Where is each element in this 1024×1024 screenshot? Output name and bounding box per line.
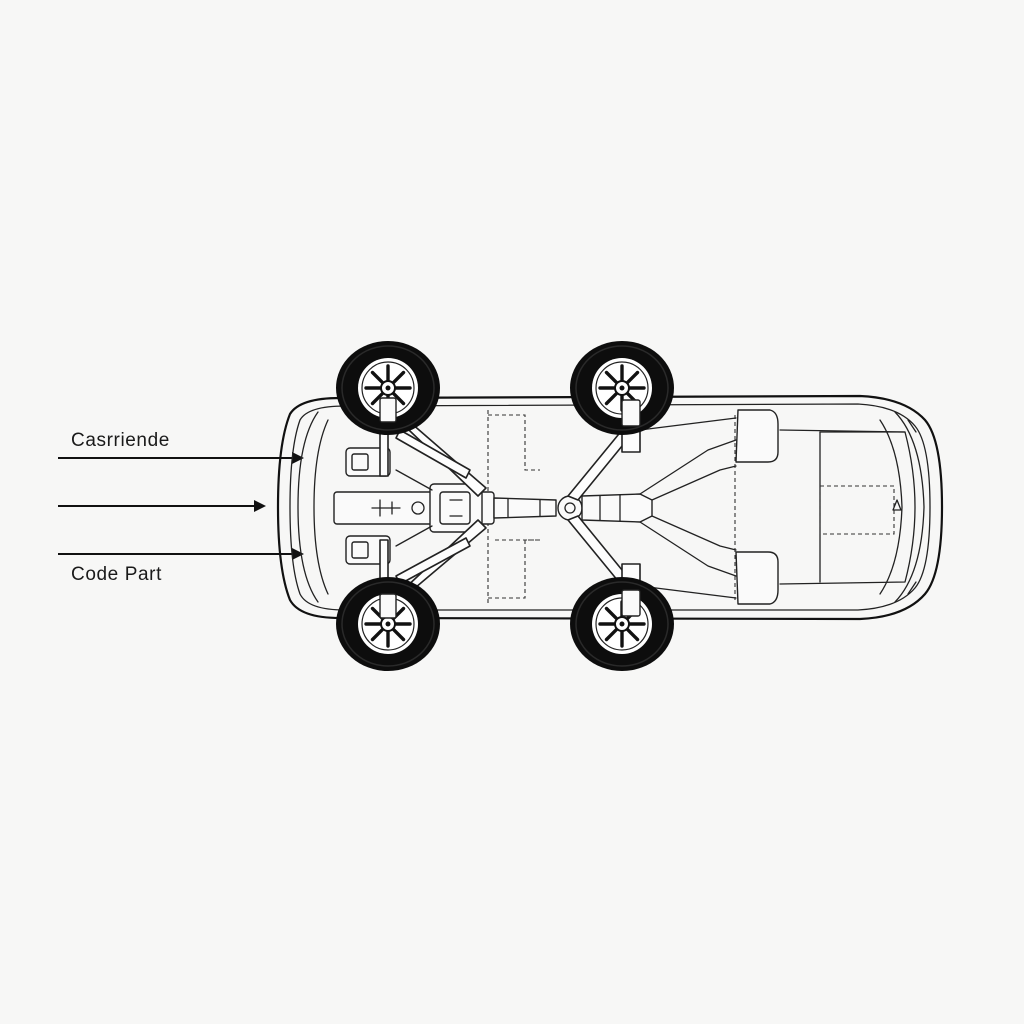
wheel-icon — [334, 575, 442, 673]
front-suspension — [333, 409, 495, 605]
label-bottom: Code Part — [71, 564, 162, 585]
hub-connectors — [379, 397, 641, 619]
label-top: Casrriende — [71, 430, 170, 451]
rear-suspension — [567, 417, 737, 599]
callouts: Casrriende Code Part — [58, 430, 304, 585]
drive-shaft — [493, 495, 583, 521]
car-body — [276, 394, 944, 621]
